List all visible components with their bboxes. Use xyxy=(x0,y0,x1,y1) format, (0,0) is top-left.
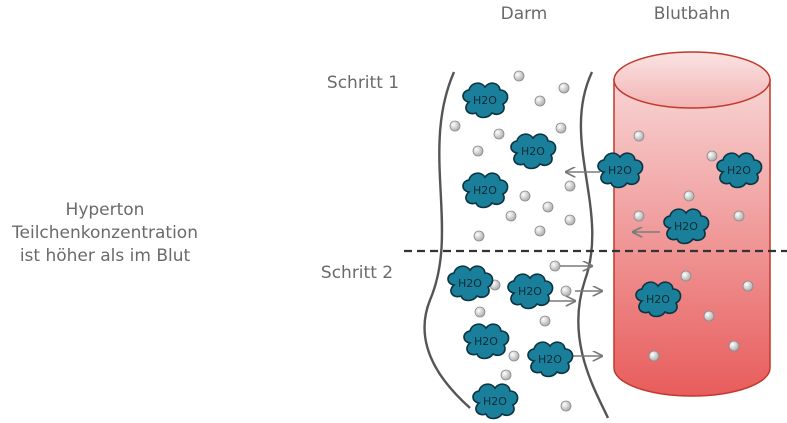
h2o-molecule: H2O xyxy=(716,152,763,189)
particle xyxy=(449,120,461,132)
label-blutbahn: Blutbahn xyxy=(654,4,731,24)
cloud-shape xyxy=(472,383,519,420)
particle xyxy=(555,122,567,134)
cloud-shape xyxy=(462,82,509,119)
h2o-molecule: H2O xyxy=(527,341,574,378)
h2o-label: H2O xyxy=(518,285,542,298)
particle xyxy=(513,70,525,82)
particle xyxy=(493,128,505,140)
particle xyxy=(549,260,561,272)
h2o-label: H2O xyxy=(538,353,562,366)
h2o-molecule: H2O xyxy=(510,133,557,170)
cloud-shape xyxy=(510,133,557,170)
particle xyxy=(558,82,570,94)
h2o-label: H2O xyxy=(474,335,498,348)
cloud-shape xyxy=(527,341,574,378)
particle xyxy=(542,201,554,213)
cloud-shape xyxy=(462,172,509,209)
particle xyxy=(474,306,486,318)
cloud-shape xyxy=(635,281,682,318)
particle xyxy=(633,130,645,142)
h2o-label: H2O xyxy=(521,145,545,158)
h2o-molecule: H2O xyxy=(462,172,509,209)
particle xyxy=(539,315,551,327)
particle xyxy=(534,225,546,237)
particle xyxy=(633,210,645,222)
particle xyxy=(473,230,485,242)
h2o-molecule: H2O xyxy=(597,152,644,189)
h2o-label: H2O xyxy=(483,395,507,408)
label-schritt-2: Schritt 2 xyxy=(321,263,393,283)
particle xyxy=(728,340,740,352)
h2o-label: H2O xyxy=(458,277,482,290)
particle xyxy=(742,280,754,292)
particle xyxy=(564,180,576,192)
cloud-shape xyxy=(463,323,510,360)
description-line-2: Teilchenkonzentration xyxy=(11,223,198,243)
h2o-molecule: H2O xyxy=(507,273,554,310)
intestine-wall-left xyxy=(423,71,471,409)
description-line-1: Hyperton xyxy=(66,200,145,220)
h2o-label: H2O xyxy=(727,164,751,177)
h2o-label: H2O xyxy=(473,184,497,197)
description-line-3: ist höher als im Blut xyxy=(20,246,191,266)
particle xyxy=(706,150,718,162)
particle xyxy=(508,350,520,362)
h2o-molecule: H2O xyxy=(472,383,519,420)
cloud-shape xyxy=(447,265,494,302)
particle xyxy=(472,145,484,157)
cloud-shape xyxy=(507,273,554,310)
h2o-molecule: H2O xyxy=(462,82,509,119)
particle xyxy=(560,285,572,297)
h2o-label: H2O xyxy=(674,220,698,233)
cloud-shape xyxy=(716,152,763,189)
particle xyxy=(683,190,695,202)
particle xyxy=(560,400,572,412)
water-molecules: H2O H2O H2O H2O H2O H2O H2O H2O H2O H2O H2O H2O xyxy=(447,82,763,420)
particle xyxy=(505,210,517,222)
h2o-molecule: H2O xyxy=(635,281,682,318)
h2o-molecule: H2O xyxy=(463,323,510,360)
h2o-molecule: H2O xyxy=(447,265,494,302)
particles xyxy=(449,70,754,412)
particle xyxy=(500,369,512,381)
h2o-molecule: H2O xyxy=(663,208,710,245)
particle xyxy=(648,350,660,362)
particle xyxy=(680,270,692,282)
cloud-shape xyxy=(663,208,710,245)
label-schritt-1: Schritt 1 xyxy=(327,73,399,93)
label-darm: Darm xyxy=(501,4,548,24)
intestine-wall-right xyxy=(577,71,610,419)
cloud-shape xyxy=(597,152,644,189)
h2o-label: H2O xyxy=(646,293,670,306)
particle xyxy=(519,190,531,202)
particle xyxy=(564,214,576,226)
particle xyxy=(534,95,546,107)
vessel-top xyxy=(613,51,771,109)
particle xyxy=(733,210,745,222)
particle xyxy=(703,310,715,322)
h2o-label: H2O xyxy=(473,94,497,107)
h2o-label: H2O xyxy=(608,164,632,177)
